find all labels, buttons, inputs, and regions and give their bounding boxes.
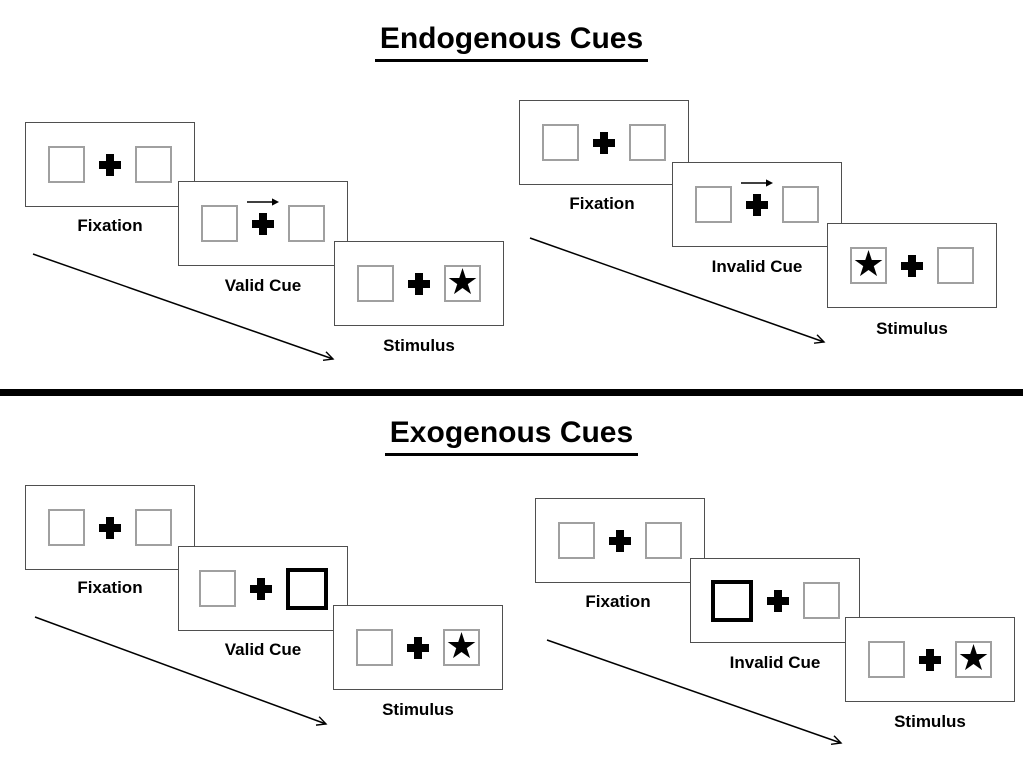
fixation-cross-icon bbox=[99, 153, 121, 176]
section-title-text: Endogenous Cues bbox=[374, 22, 649, 62]
frame-label: Fixation bbox=[77, 216, 143, 235]
left-placeholder-box bbox=[48, 146, 85, 183]
fixation-cross-icon bbox=[99, 516, 121, 539]
right-placeholder-box bbox=[802, 582, 840, 619]
fixation-cross-icon bbox=[901, 254, 923, 277]
highlighted-cue-box bbox=[710, 579, 753, 622]
fixation-cross-icon bbox=[249, 577, 272, 600]
left-placeholder-box bbox=[868, 641, 905, 678]
valid-cue-frame bbox=[178, 181, 348, 266]
left-placeholder-box bbox=[48, 509, 85, 546]
left-placeholder-box bbox=[558, 522, 595, 559]
time-arrow-endogenous-valid bbox=[32, 253, 333, 359]
right-placeholder-box bbox=[288, 205, 325, 242]
frame-label: Invalid Cue bbox=[729, 653, 821, 672]
fixation-cross-icon bbox=[407, 636, 429, 659]
target-box: ★ bbox=[444, 260, 481, 302]
right-placeholder-box bbox=[135, 146, 172, 183]
left-placeholder-box bbox=[356, 629, 393, 666]
invalid-cue-frame bbox=[672, 162, 842, 247]
stimulus-frame: ★ bbox=[827, 223, 997, 308]
star-icon: ★ bbox=[957, 636, 990, 678]
stimulus-frame: ★ bbox=[334, 241, 504, 326]
frame-label: Stimulus bbox=[894, 712, 966, 731]
fixation-cross-icon bbox=[408, 272, 430, 295]
fixation-cross-icon bbox=[741, 178, 773, 216]
fixation-cross-icon bbox=[766, 589, 789, 612]
star-icon: ★ bbox=[852, 242, 885, 284]
fixation-cross-icon bbox=[919, 648, 941, 671]
left-placeholder-box bbox=[198, 570, 236, 607]
highlighted-cue-box bbox=[285, 567, 328, 610]
right-placeholder-box bbox=[135, 509, 172, 546]
right-placeholder-box bbox=[782, 186, 819, 223]
right-arrow-icon bbox=[247, 197, 279, 206]
valid-cue-frame bbox=[178, 546, 348, 631]
stimulus-frame: ★ bbox=[333, 605, 503, 690]
fixation-cross-icon bbox=[593, 131, 615, 154]
fixation-frame bbox=[25, 485, 195, 570]
frame-label: Stimulus bbox=[383, 336, 455, 355]
frame-label: Valid Cue bbox=[224, 276, 302, 295]
frame-label: Stimulus bbox=[382, 700, 454, 719]
stimulus-frame: ★ bbox=[845, 617, 1015, 702]
invalid-cue-frame bbox=[690, 558, 860, 643]
frame-label: Fixation bbox=[77, 578, 143, 597]
right-placeholder-box bbox=[645, 522, 682, 559]
frame-label: Fixation bbox=[585, 592, 651, 611]
frame-label: Valid Cue bbox=[224, 640, 302, 659]
fixation-frame bbox=[25, 122, 195, 207]
frame-label: Fixation bbox=[569, 194, 635, 213]
target-box: ★ bbox=[850, 242, 887, 284]
right-placeholder-box bbox=[937, 247, 974, 284]
fixation-cross-icon bbox=[609, 529, 631, 552]
frame-label: Stimulus bbox=[876, 319, 948, 338]
target-box: ★ bbox=[955, 636, 992, 678]
target-box: ★ bbox=[443, 624, 480, 666]
time-arrow-endogenous-invalid bbox=[529, 237, 824, 342]
star-icon: ★ bbox=[446, 260, 479, 302]
left-placeholder-box bbox=[201, 205, 238, 242]
frame-label: Invalid Cue bbox=[711, 257, 803, 276]
section-title-text: Exogenous Cues bbox=[384, 416, 639, 456]
time-arrow-exogenous-valid bbox=[34, 616, 326, 724]
fixation-cross-icon bbox=[247, 197, 279, 235]
left-placeholder-box bbox=[357, 265, 394, 302]
right-placeholder-box bbox=[629, 124, 666, 161]
left-placeholder-box bbox=[542, 124, 579, 161]
section-divider bbox=[0, 389, 1023, 396]
section-title-endogenous: Endogenous Cues bbox=[0, 22, 1023, 62]
left-placeholder-box bbox=[695, 186, 732, 223]
right-arrow-icon bbox=[741, 178, 773, 187]
fixation-frame bbox=[519, 100, 689, 185]
star-icon: ★ bbox=[445, 624, 478, 666]
section-title-exogenous: Exogenous Cues bbox=[0, 416, 1023, 456]
fixation-frame bbox=[535, 498, 705, 583]
